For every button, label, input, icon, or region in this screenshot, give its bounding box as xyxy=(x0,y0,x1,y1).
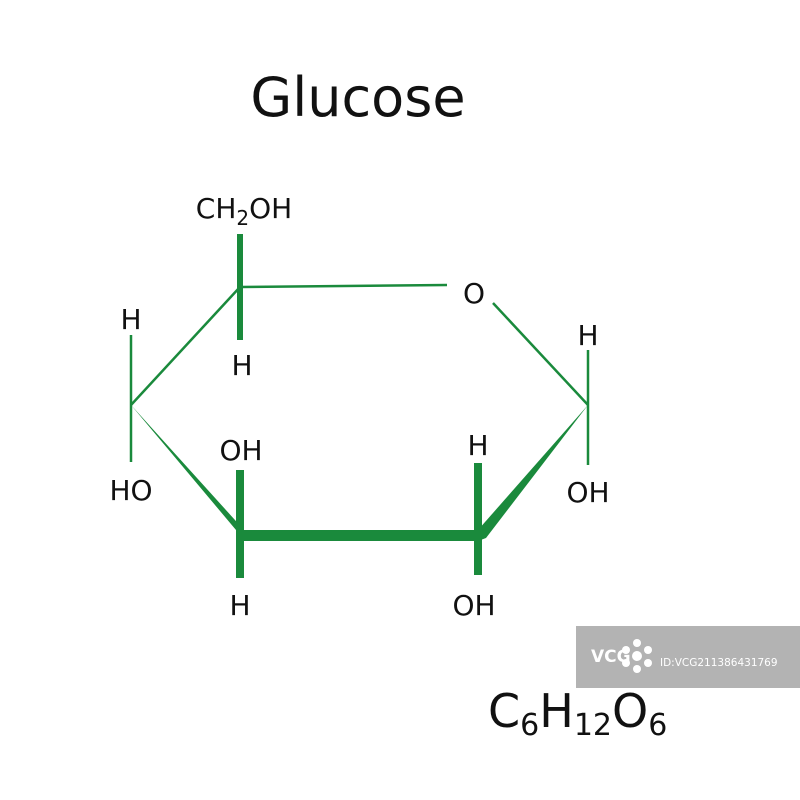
bond-c5-o xyxy=(239,283,448,289)
label-c2-h: H xyxy=(467,429,488,462)
bond-c3-c2 xyxy=(240,530,478,541)
wedge-c1-c2 xyxy=(478,405,588,541)
label-ring-oxygen: O xyxy=(463,277,485,310)
wedge-c4-c3 xyxy=(131,405,244,540)
label-c5-ch2oh: CH2OH xyxy=(196,192,292,230)
watermark-background xyxy=(576,626,800,688)
front-bonds xyxy=(131,405,588,541)
label-c3-h: H xyxy=(229,589,250,622)
label-c4-h: H xyxy=(120,303,141,336)
label-c4-ho: HO xyxy=(109,474,152,507)
watermark-flower-icon xyxy=(622,639,652,673)
watermark: VCG ID:VCG211386431769 xyxy=(576,626,800,688)
watermark-logo: VCG xyxy=(591,647,631,667)
diagram-title: Glucose xyxy=(250,66,465,129)
label-c3-oh: OH xyxy=(219,434,262,467)
label-c1-h: H xyxy=(577,319,598,352)
bond-o-c1 xyxy=(492,302,589,406)
label-c5-h: H xyxy=(231,349,252,382)
label-c2-oh: OH xyxy=(452,589,495,622)
label-c1-oh: OH xyxy=(566,476,609,509)
watermark-id: ID:VCG211386431769 xyxy=(660,657,778,669)
bond-c5-c4 xyxy=(130,286,241,406)
molecular-formula: C6H12O6 xyxy=(488,684,667,743)
ring-bonds xyxy=(129,234,590,578)
